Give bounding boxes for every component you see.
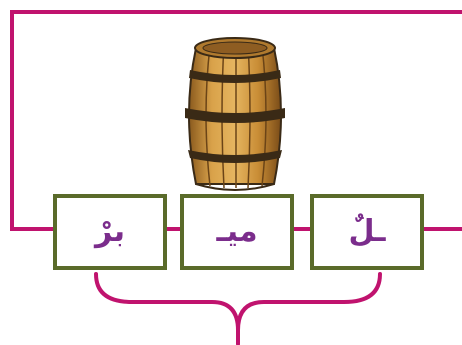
syllable-text-3: ـلٌ bbox=[348, 214, 386, 249]
tile-connector-1 bbox=[167, 227, 180, 231]
syllable-tile-2[interactable]: ميـ bbox=[180, 194, 294, 270]
barrel-icon bbox=[185, 37, 285, 191]
syllable-tile-1[interactable]: برْ bbox=[53, 194, 167, 270]
syllable-text-2: ميـ bbox=[216, 214, 258, 249]
syllable-text-1: برْ bbox=[95, 214, 125, 249]
frame-left-line bbox=[10, 10, 14, 230]
frame-bottom-left-line bbox=[10, 227, 54, 231]
frame-top-line bbox=[10, 10, 462, 14]
curly-brace-icon bbox=[94, 272, 382, 345]
syllable-tile-3[interactable]: ـلٌ bbox=[310, 194, 424, 270]
frame-bottom-right-line bbox=[424, 227, 462, 231]
tile-connector-2 bbox=[294, 227, 310, 231]
